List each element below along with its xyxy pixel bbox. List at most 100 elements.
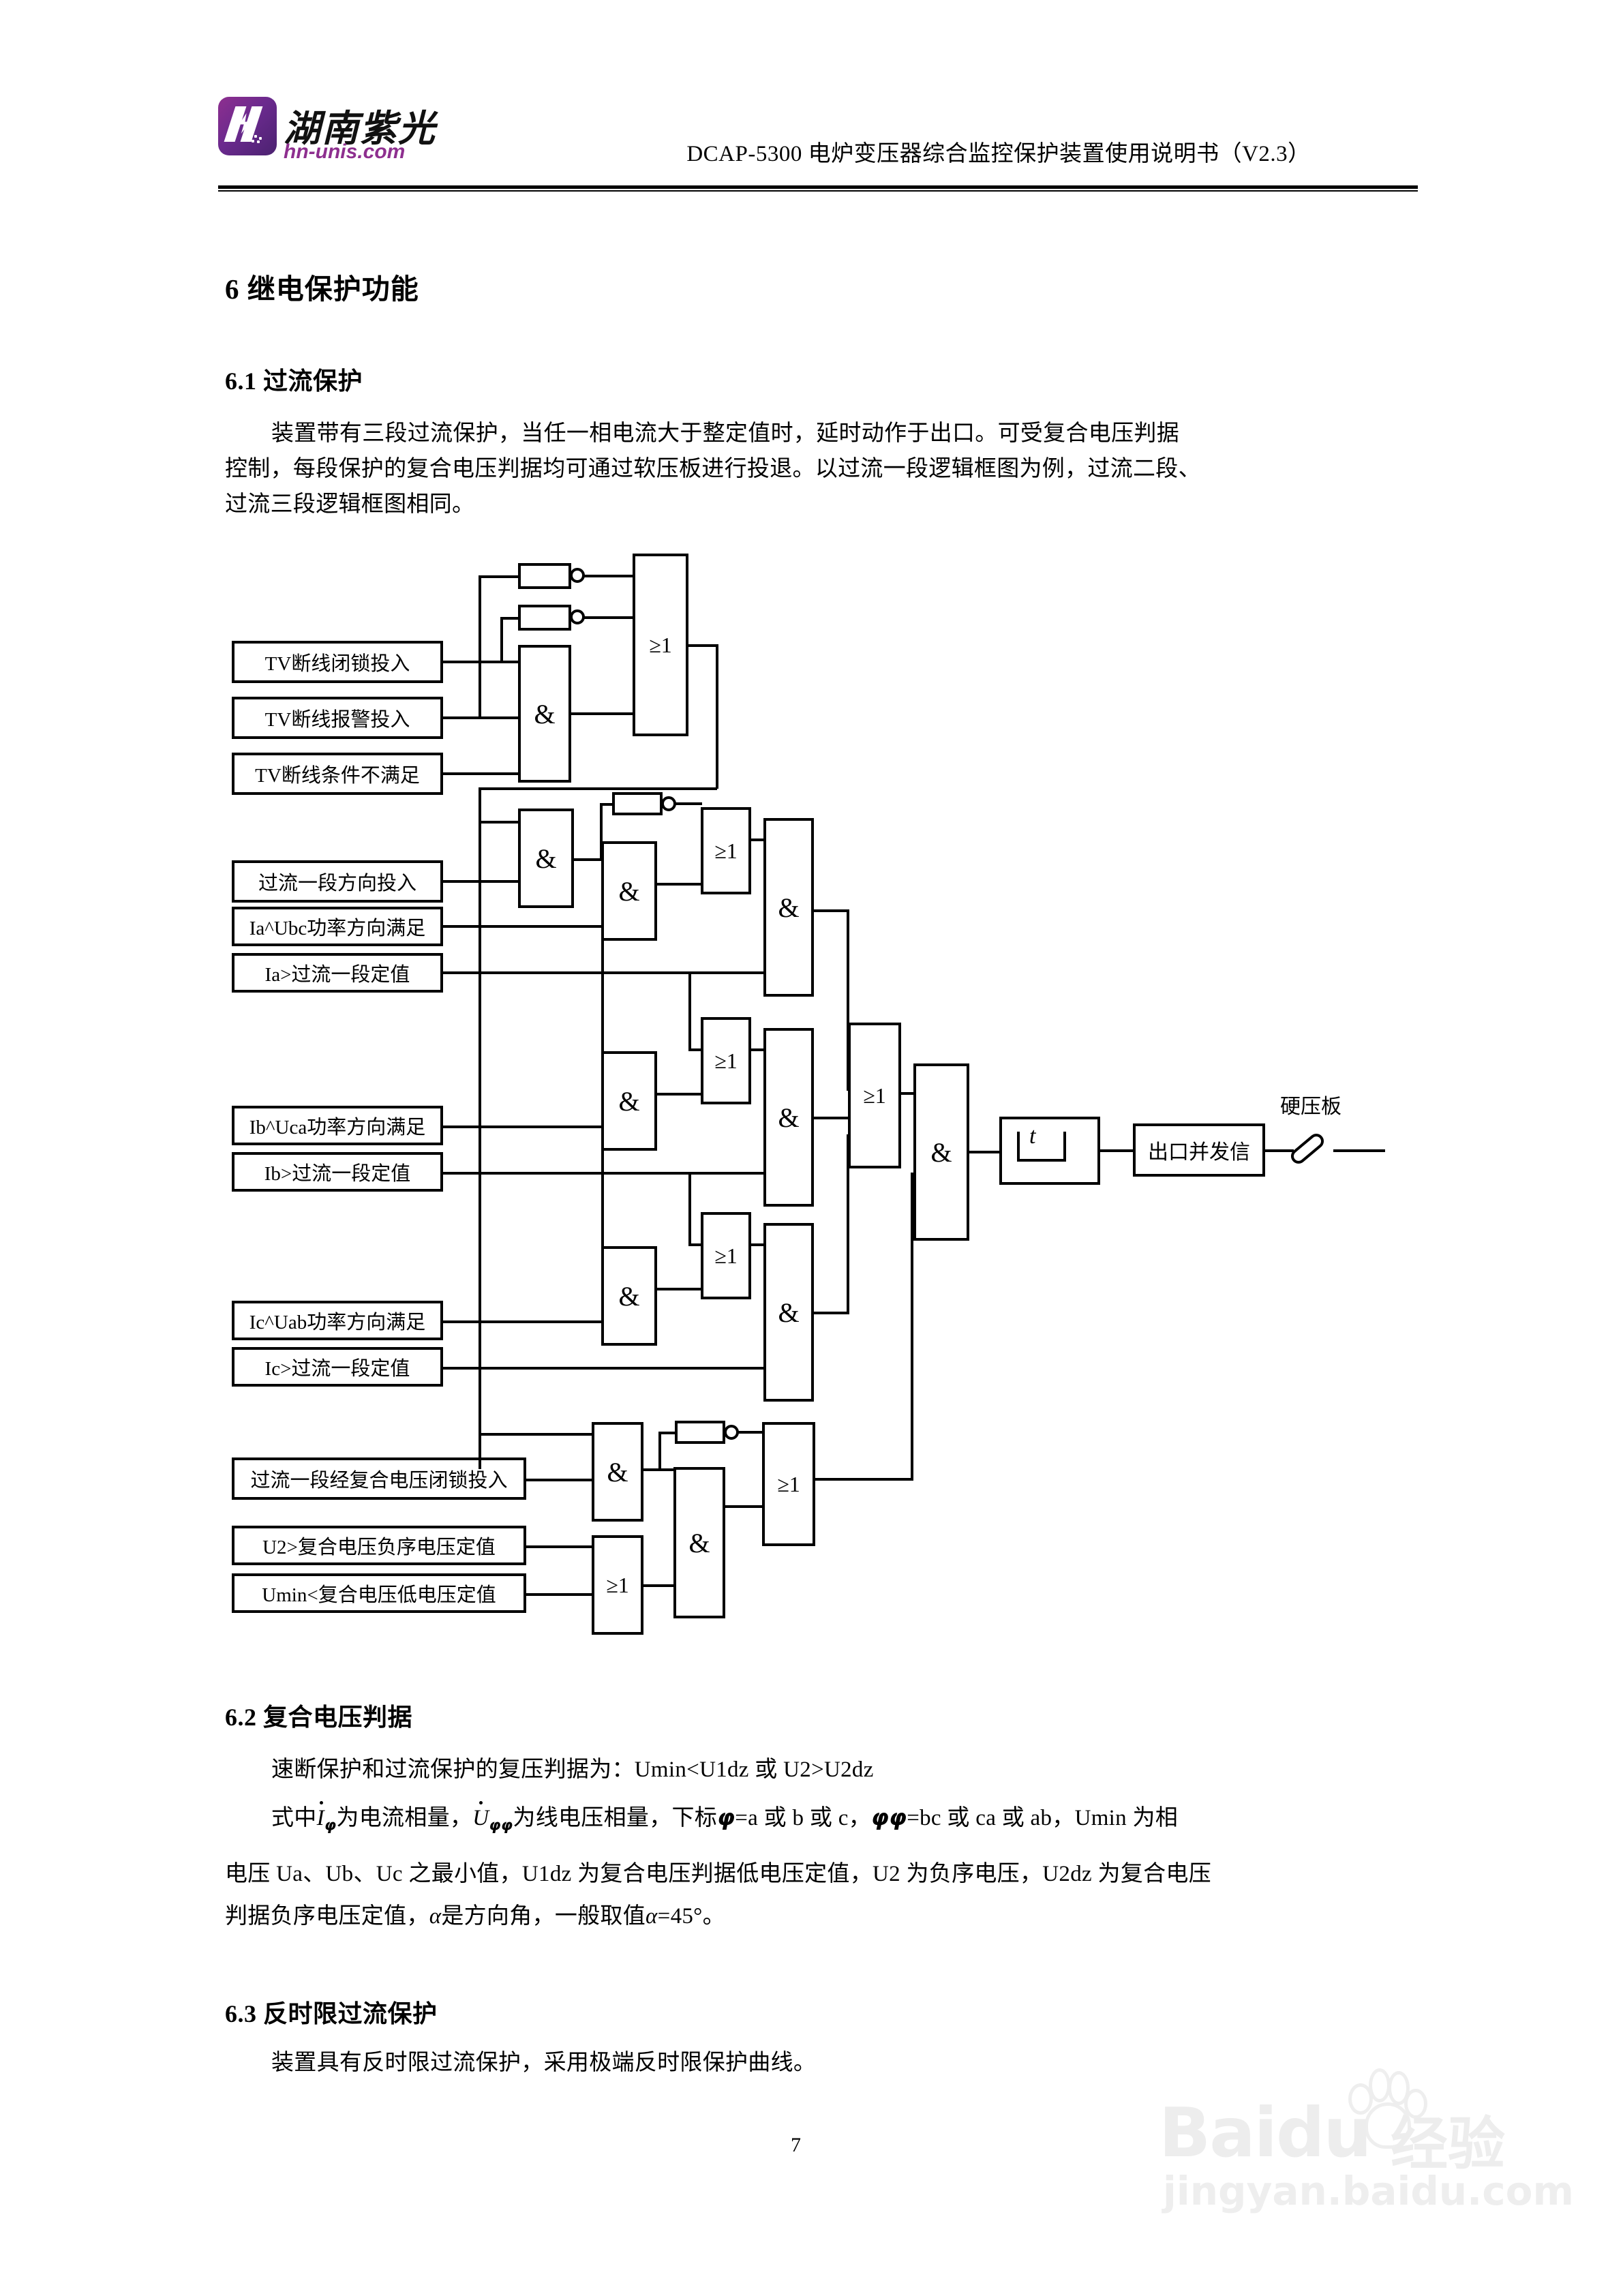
- label-box-ib-uca-dir: Ib^Uca功率方向满足: [232, 1106, 443, 1145]
- label-box-oc1-dir-in: 过流一段方向投入: [232, 860, 443, 903]
- wire-icuab-out: [443, 1320, 601, 1323]
- hard-plate-switch-icon[interactable]: [1288, 1130, 1327, 1167]
- and-gate-c2: &: [763, 1223, 814, 1402]
- wire-orc-out: [750, 1243, 765, 1246]
- timer-label: t: [1029, 1123, 1036, 1149]
- header-rule-thick: [218, 185, 1418, 189]
- wire-ortv-out: [687, 644, 718, 647]
- header-document-title: DCAP-5300 电炉变压器综合监控保护装置使用说明书（V2.3）: [686, 142, 1311, 166]
- phi-symbol-1: φ: [717, 1804, 735, 1830]
- not-bubble-1-icon: [570, 568, 585, 583]
- wire-busa-to-orb: [688, 971, 691, 1048]
- paw-print-icon: [1341, 2066, 1427, 2149]
- logo-website-url: hn-unis.com: [284, 140, 406, 163]
- header-rule-thin: [218, 190, 1418, 192]
- logo-company-name: 湖南紫光: [284, 106, 436, 150]
- wire-u2-out: [525, 1545, 593, 1548]
- wire-andtv-to-or: [570, 712, 634, 715]
- baidu-jingyan-watermark: Baidu 经验 jingyan.baidu.com: [1159, 2066, 1581, 2236]
- wire-andfinal-out: [968, 1151, 1001, 1153]
- wire-andb1-out: [656, 1093, 702, 1096]
- and-gate-cv2: &: [673, 1467, 725, 1618]
- wire-anda1-up: [600, 803, 603, 861]
- wire-ortv-down: [716, 644, 718, 789]
- wire-busb-to-orc: [688, 1172, 691, 1243]
- wire-tv2-out: [443, 716, 525, 719]
- and-gate-a2: &: [601, 841, 657, 941]
- wire-umin-out: [525, 1593, 593, 1596]
- wire-not1-to-or: [583, 575, 634, 577]
- time-delay-block: t: [999, 1117, 1100, 1185]
- section-6-3-heading: 6.3 反时限过流保护: [225, 2000, 438, 2027]
- voltage-phasor-subscript: φφ: [489, 1817, 513, 1834]
- bus-vertical-main: [479, 787, 481, 1469]
- page-header: 湖南紫光 hn-unis.com DCAP-5300 电炉变压器综合监控保护装置…: [218, 95, 1418, 184]
- page-number: 7: [791, 2134, 801, 2156]
- s62-l2-e: =bc 或 ca 或 ab，Umin 为相: [907, 1806, 1179, 1830]
- s61-line-3: 过流三段逻辑框图相同。: [225, 492, 475, 517]
- or-gate-b: ≥1: [701, 1017, 751, 1104]
- label-box-tv-cond-unmet: TV断线条件不满足: [232, 753, 443, 795]
- label-box-ia-oc1-set: Ia>过流一段定值: [232, 953, 443, 993]
- and-gate-c1: &: [601, 1246, 657, 1346]
- s62-line-4: 判据负序电压定值，α是方向角，一般取值α=45°。: [225, 1899, 1425, 1934]
- and-gate-final: &: [913, 1063, 969, 1241]
- wire-anda1-to-not: [600, 803, 613, 806]
- wire-orcvfinal-out: [814, 1478, 913, 1481]
- watermark-brand: Baidu: [1159, 2093, 1372, 2173]
- wire-andc2-up: [847, 1134, 849, 1312]
- wire-tv-tap-a-top: [479, 575, 518, 578]
- logo-mark-icon: [218, 97, 277, 155]
- wire-busa-to-orb-h: [688, 1048, 702, 1051]
- wire-andcv1-out: [642, 1468, 675, 1471]
- alpha-symbol-1: α: [429, 1903, 442, 1929]
- wire-orb-out: [750, 1048, 765, 1051]
- section-6-1-heading: 6.1 过流保护: [225, 367, 363, 395]
- wire-plate-terminal: [1333, 1149, 1385, 1152]
- wire-ora-out: [750, 839, 765, 841]
- s62-line-1: 速断保护和过流保护的复压判据为：Umin<U1dz 或 U2>U2dz: [271, 1757, 874, 1782]
- wire-andcv1-to-not: [658, 1432, 676, 1434]
- and-gate-b1: &: [601, 1051, 657, 1151]
- wire-ibuca-out: [443, 1126, 601, 1128]
- section-6-2-heading: 6.2 复合电压判据: [225, 1704, 413, 1731]
- not-gate-a: [612, 792, 663, 815]
- wire-andcv1-up: [658, 1432, 661, 1470]
- or-gate-cv: ≥1: [592, 1535, 643, 1635]
- wire-cvblock-out: [525, 1479, 593, 1481]
- current-phasor-subscript: φ: [324, 1817, 337, 1834]
- wire-andcv2-out: [724, 1505, 763, 1508]
- output-and-signal-box: 出口并发信: [1133, 1123, 1265, 1177]
- watermark-url: jingyan.baidu.com: [1163, 2168, 1574, 2214]
- overcurrent-logic-diagram: TV断线闭锁投入 TV断线报警投入 TV断线条件不满足 过流一段方向投入 Ia^…: [225, 545, 1452, 1677]
- label-box-ic-oc1-set: Ic>过流一段定值: [232, 1347, 443, 1387]
- wire-iaubc-out: [443, 925, 601, 928]
- and-gate-a3: &: [763, 818, 814, 997]
- s62-l2-b: 为电流相量，: [336, 1806, 473, 1830]
- label-box-u2-cv-neg-set: U2>复合电压负序电压定值: [232, 1526, 526, 1565]
- wire-ormerge-out: [900, 1092, 919, 1095]
- bus-and-c-feed: [601, 1128, 604, 1248]
- phi-symbol-2: φφ: [870, 1804, 907, 1830]
- section-6-2-body: 速断保护和过流保护的复压判据为：Umin<U1dz 或 U2>U2dz 式中Iφ…: [225, 1752, 1425, 1934]
- alpha-symbol-2: α: [646, 1903, 658, 1929]
- wire-not2-to-or: [583, 616, 634, 619]
- wire-timer-out: [1099, 1149, 1134, 1152]
- s62-l4-c: =45°。: [657, 1903, 725, 1929]
- wire-andb2-out: [813, 1117, 849, 1119]
- not-bubble-a-icon: [661, 796, 676, 811]
- s62-line-3: 电压 Ua、Ub、Uc 之最小值，U1dz 为复合电压判据低电压定值，U2 为负…: [225, 1861, 1212, 1886]
- not-bubble-2-icon: [570, 609, 585, 624]
- wire-bus-to-anda1: [479, 821, 518, 824]
- label-box-ic-uab-dir: Ic^Uab功率方向满足: [232, 1301, 443, 1340]
- wire-anda3-down: [847, 909, 849, 1091]
- s62-line-2: 式中Iφ为电流相量，Uφφ为线电压相量，下标φ=a 或 b 或 c，φφ=bc …: [225, 1800, 1425, 1844]
- not-gate-cv: [675, 1421, 725, 1444]
- wire-andc2-out: [813, 1312, 849, 1314]
- s61-line-1: 装置带有三段过流保护，当任一相电流大于整定值时，延时动作于出口。可受复合电压判据: [271, 421, 1179, 446]
- section-6-heading: 6 继电保护功能: [225, 273, 419, 305]
- wire-anda2-out: [656, 883, 702, 886]
- s61-line-2: 控制，每段保护的复合电压判据均可通过软压板进行投退。以过流一段逻辑框图为例，过流…: [225, 457, 1201, 481]
- section-6-3-body: 装置具有反时限过流保护，采用极端反时限保护曲线。: [271, 2051, 817, 2075]
